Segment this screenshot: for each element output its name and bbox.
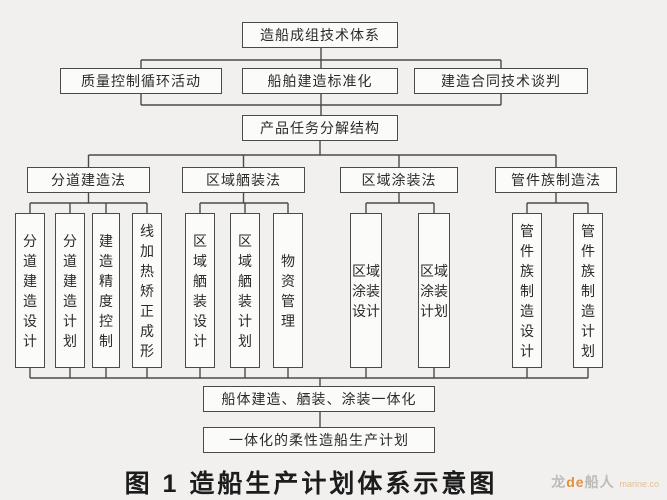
branch-head-zone-painting: 区域涂装法 [340, 167, 458, 193]
branch-child-outfit-design: 区域舾装设计 [185, 213, 215, 368]
branch-head-lane-construction: 分道建造法 [27, 167, 150, 193]
branch-child-lane-design: 分道建造设计 [15, 213, 45, 368]
watermark-brand-de: de [566, 474, 585, 490]
watermark-brand-prefix: 龙 [551, 474, 567, 490]
node-root: 造船成组技术体系 [242, 22, 398, 48]
watermark-brand-suffix: 船人 [584, 474, 615, 490]
branch-child-pipe-design: 管件族制造设计 [512, 213, 542, 368]
branch-child-paint-design: 区域涂装设计 [350, 213, 382, 368]
node-flexible-production-plan: 一体化的柔性造船生产计划 [203, 427, 435, 453]
branch-head-zone-outfitting: 区域舾装法 [182, 167, 305, 193]
node-shipbuilding-standardization: 船舶建造标准化 [242, 68, 398, 94]
watermark-site: marine.co [619, 479, 659, 489]
branch-child-outfit-plan: 区域舾装计划 [230, 213, 260, 368]
branch-head-pipe-family: 管件族制造法 [495, 167, 617, 193]
node-product-task-breakdown: 产品任务分解结构 [242, 115, 398, 141]
figure-caption: 图 1 造船生产计划体系示意图 [124, 470, 498, 498]
node-contract-negotiation: 建造合同技术谈判 [414, 68, 588, 94]
branch-child-material-management: 物资管理 [273, 213, 303, 368]
watermark: 龙de船人 marine.co [551, 472, 659, 492]
branch-child-line-heating: 线加热矫正成形 [132, 213, 162, 368]
branch-child-accuracy-control: 建造精度控制 [92, 213, 120, 368]
branch-child-pipe-plan: 管件族制造计划 [573, 213, 603, 368]
node-integration: 船体建造、舾装、涂装一体化 [203, 386, 435, 412]
node-quality-control-cycle: 质量控制循环活动 [60, 68, 222, 94]
branch-child-paint-plan: 区域涂装计划 [418, 213, 450, 368]
branch-child-lane-plan: 分道建造计划 [55, 213, 85, 368]
